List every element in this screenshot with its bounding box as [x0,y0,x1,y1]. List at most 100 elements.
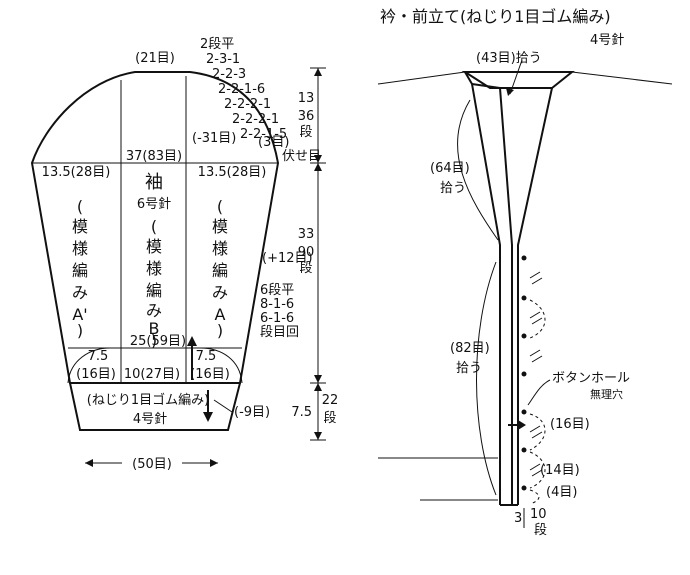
pick-neck-label: 拾う [440,181,466,196]
pattern-b-label: ( 模 様 編 み B ) [146,217,162,350]
pattern-a-prime-label: ( 模 様 編 み A' ) [72,197,88,340]
shoulder-line-left [377,71,466,85]
buttonhole [521,255,527,261]
svg-text:(: ( [77,197,83,216]
svg-text:): ) [217,321,223,340]
height-cuff-unit: 段 [323,411,336,426]
holes-16-label: (16目) [550,417,590,432]
pick-front-label: 拾う [456,361,482,376]
buttonhole-label: ボタンホール [552,371,630,386]
upper-center-width: 37(83目) [126,149,182,164]
height-body-rows: 90 [298,245,315,260]
pick-neck-count: (64目) [430,161,470,176]
cap-step: 2-2-1-5 [240,127,287,142]
svg-text:み: み [146,301,162,320]
svg-text:模: 模 [212,217,228,236]
height-cuff-cm: 7.5 [291,405,312,420]
collar-diagram: 衿・前立て(ねじり1目ゴム編み) 4号針 (43目)拾う (64目) 拾う (8… [377,7,673,538]
svg-text:編: 編 [72,261,88,280]
cap-step: 2-3-1 [206,52,240,67]
sleeve-lower-arc-right [199,347,243,384]
body-up-arrow-head [187,336,197,346]
lower-right-width: 7.5 [196,349,217,364]
sleeve-cuff [69,382,241,431]
cuff-width-arrow-right [210,459,218,467]
collar-title: 衿・前立て(ねじり1目ゴム編み) [380,7,611,26]
hole-spacing-arc [529,299,546,339]
svg-text:様: 様 [72,239,88,258]
cap-step: 2-2-2-1 [224,97,271,112]
buttonhole [521,295,527,301]
sleeve-lower-arc-left [67,347,111,384]
buttonhole [521,333,527,339]
height-cap-cm: 13 [298,91,315,106]
svg-text:編: 編 [212,261,228,280]
upper-left-width: 13.5(28目) [42,165,111,180]
shoulder-line-right [571,71,673,85]
cuff-width-arrow-left [85,459,93,467]
lower-left-width: 7.5 [88,349,109,364]
height-cuff-rows: 22 [322,393,339,408]
lower-center-width: 25(59目) [130,334,186,349]
svg-text:B: B [149,319,160,338]
svg-text:模: 模 [72,217,88,236]
sleeve-needle: 6号針 [137,197,171,212]
svg-text:): ) [77,321,83,340]
svg-text:(: ( [217,197,223,216]
cuff-dec: (-9目) [234,405,270,420]
lower-right-count: (16目) [190,367,230,382]
band-rows-count: 10 [530,507,547,522]
lower-left-count: (16目) [76,367,116,382]
band-rows-unit: 段 [534,523,547,538]
inc-steps: 6段平 8-1-6 6-1-6 段目回 [260,283,299,340]
cap-step: 2-2-2-1 [232,112,279,127]
height-body-unit: 段 [299,261,312,276]
cuff-label: (ねじり1目ゴム編み) [87,392,209,408]
cuff-width-label: (50目) [132,457,172,472]
buttonhole-leader [527,379,551,406]
upper-right-width: 13.5(28目) [198,165,267,180]
cap-step: 2-2-1-6 [218,82,265,97]
hole-spacing-arc [529,489,540,505]
cap-step: 2-2-3 [212,67,246,82]
svg-text:6段平: 6段平 [260,283,294,298]
cuff-down-arrow-head [203,412,213,422]
lower-mid-width: 10(27目) [124,367,180,382]
svg-text:A': A' [72,305,87,324]
pick-back-leader [509,59,523,95]
cuff-dec-leader [213,399,233,413]
pick-front-count: (82目) [450,341,490,356]
buttonhole [521,447,527,453]
band-outer-left [464,71,501,505]
svg-text:み: み [212,283,228,302]
sleeve-name: 袖 [145,172,163,193]
svg-text:A: A [215,305,226,324]
height-body-cm: 33 [298,227,315,242]
hole-spacing-arc [529,451,546,489]
svg-text:模: 模 [146,237,162,256]
buttonhole [521,485,527,491]
height-cap-unit: 段 [299,125,312,140]
svg-text:み: み [72,283,88,302]
cap-end: (3目) [258,135,289,150]
sleeve-diagram: (50目) (21目) 2段平 2-3-1 2-2-3 2-2-1-6 2-2-… [30,37,339,472]
svg-text:): ) [151,331,157,350]
pick-back-label: (43目)拾う [476,51,542,66]
svg-text:様: 様 [146,259,162,278]
pick-front-arc [476,261,497,496]
pick-neck-arc [457,99,499,241]
buttonhole [521,409,527,415]
svg-text:(: ( [151,217,157,236]
svg-text:8-1-6: 8-1-6 [260,297,294,312]
cap-dec-label: (-31目) [192,131,236,146]
holes-4-label: (4目) [546,485,577,500]
band-mid-line [471,83,513,505]
hole-spacing-marks [529,271,543,477]
pattern-a-label: ( 模 様 編 み A ) [212,197,228,340]
cuff-needle: 4号針 [133,412,167,427]
buttonholes [521,255,527,491]
height-cap-rows: 36 [298,109,315,124]
buttonhole [521,371,527,377]
